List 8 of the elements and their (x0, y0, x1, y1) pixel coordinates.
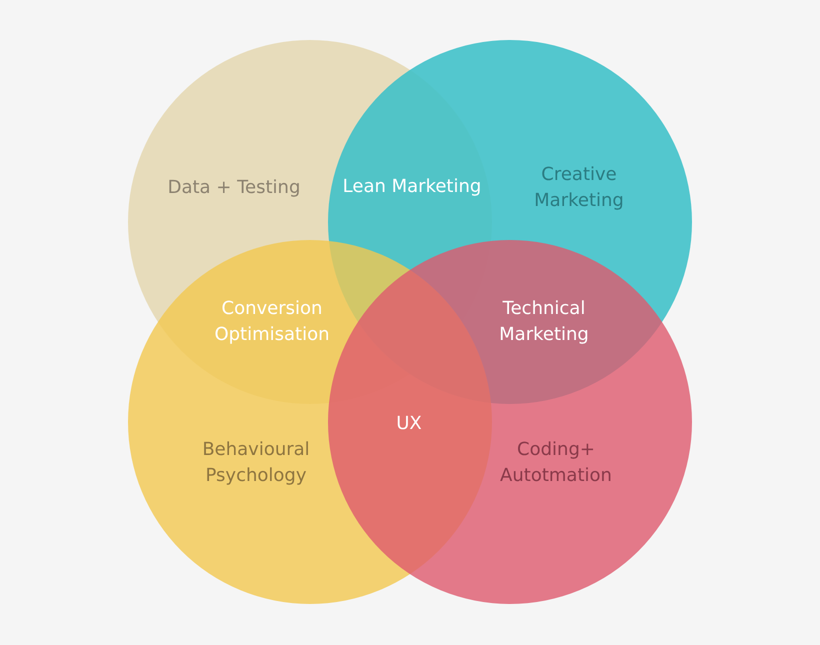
circle-label: Creative Marketing (533, 163, 625, 213)
overlap-label: UX (395, 412, 423, 436)
overlap-label: Technical Marketing (498, 297, 590, 347)
circle-label: Behavioural Psychology (201, 438, 311, 488)
overlap-label: Conversion Optimisation (213, 297, 331, 347)
overlap-label: Lean Marketing (342, 175, 482, 199)
circle-label: Coding+ Autotmation (499, 438, 613, 488)
circle-label: Data + Testing (166, 176, 302, 200)
